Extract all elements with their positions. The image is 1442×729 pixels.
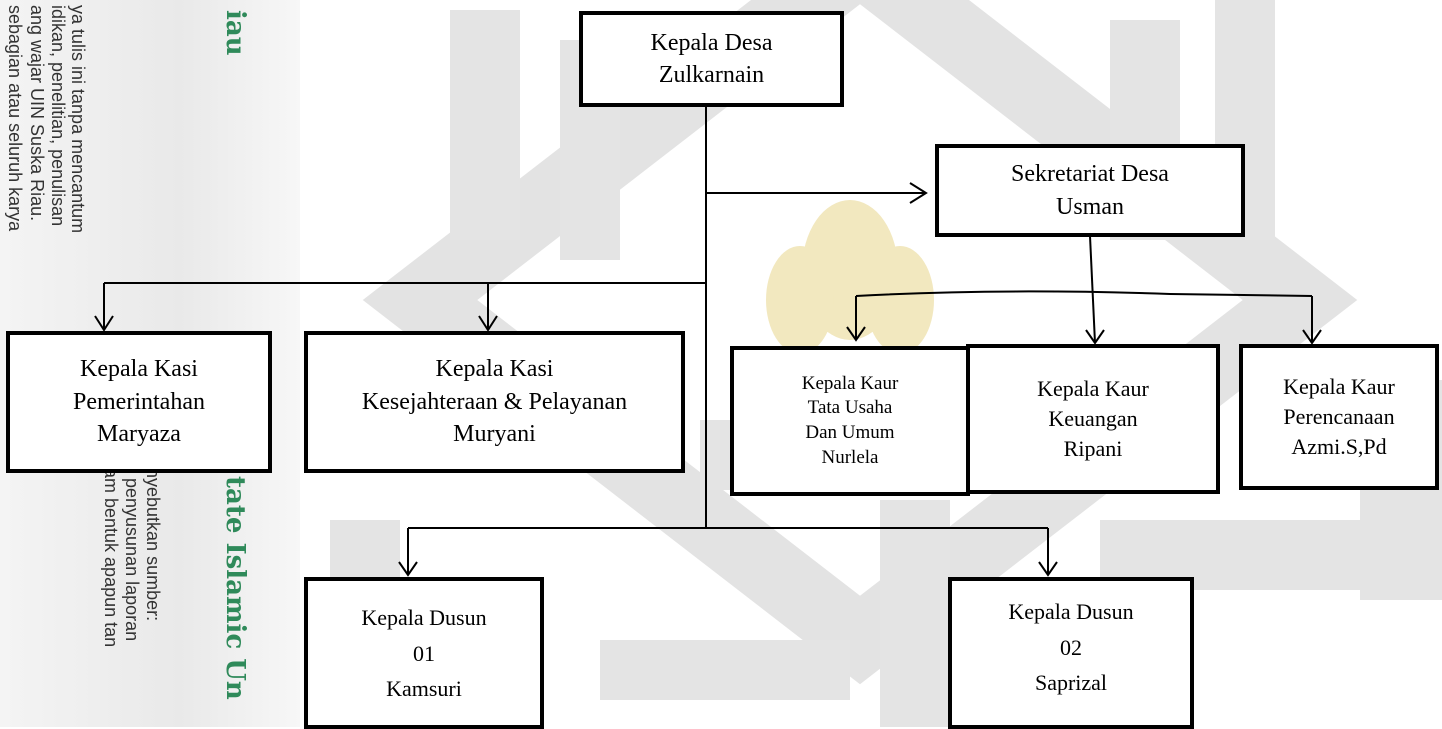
dusun-2-line-3: Saprizal [1034, 670, 1108, 696]
dusun-1-line-2: 01 [413, 640, 435, 666]
secretariat-name: Usman [1056, 193, 1124, 220]
kaur-2-line-1: Kepala Kaur [1037, 376, 1149, 402]
kaur-2-line-2: Keuangan [1048, 406, 1138, 432]
kasi-box-kesejahteraan: Kepala Kasi Kesejahteraan & Pelayanan Mu… [304, 331, 685, 473]
dusun-1-line-3: Kamsuri [386, 676, 462, 702]
dusun-2-line-2: 02 [1060, 634, 1082, 660]
kaur-1-line-3: Dan Umum [805, 422, 895, 443]
kasi-1-line-3: Maryaza [97, 421, 181, 448]
kasi-arrow-2 [478, 315, 498, 332]
secretariat-box: Sekretariat Desa Usman [935, 144, 1245, 237]
kasi-2-line-2: Kesejahteraan & Pelayanan [361, 388, 628, 415]
kaur-1-line-4: Nurlela [821, 446, 879, 468]
kasi-2-line-3: Muryani [453, 421, 536, 448]
secretariat-title: Sekretariat Desa [1011, 161, 1169, 188]
kaur-arrow-1 [846, 326, 866, 342]
dusun-1-line-1: Kepala Dusun [361, 605, 487, 630]
kaur-box-keuangan: Kepala Kaur Keuangan Ripani [966, 344, 1220, 494]
kaur-1-line-2: Tata Usaha [807, 397, 893, 419]
dusun-arrow-2 [1038, 561, 1058, 577]
dusun-box-01: Kepala Dusun 01 Kamsuri [304, 577, 544, 729]
dusun-2-line-1: Kepala Dusun [1008, 599, 1134, 624]
kaur-3-line-3: Azmi.S,Pd [1291, 433, 1387, 459]
kaur-arrow-3 [1302, 329, 1322, 345]
dusun-arrow-1 [398, 561, 418, 577]
kaur-arrow-2 [1085, 329, 1105, 345]
kaur-bar [855, 290, 1313, 297]
head-name: Zulkarnain [658, 62, 765, 88]
kaur-1-line-1: Kepala Kaur [801, 372, 899, 394]
kaur-2-line-3: Ripani [1063, 435, 1123, 461]
kaur-3-line-1: Kepala Kaur [1283, 374, 1395, 400]
kaur-box-perencanaan: Kepala Kaur Perencanaan Azmi.S,Pd [1239, 344, 1439, 490]
head-box: Kepala Desa Zulkarnain [579, 11, 844, 107]
kasi-1-line-2: Pemerintahan [73, 388, 205, 415]
kasi-2-line-1: Kepala Kasi [435, 356, 554, 383]
kasi-arrow-1 [94, 315, 114, 332]
kaur-3-line-2: Perencanaan [1283, 404, 1395, 430]
head-title: Kepala Desa [650, 29, 773, 56]
secretariat-arrow [909, 182, 928, 204]
kasi-box-pemerintahan: Kepala Kasi Pemerintahan Maryaza [6, 331, 272, 473]
kasi-1-line-1: Kepala Kasi [80, 356, 198, 383]
dusun-box-02: Kepala Dusun 02 Saprizal [948, 577, 1194, 729]
kaur-box-tata-usaha: Kepala Kaur Tata Usaha Dan Umum Nurlela [730, 346, 970, 496]
